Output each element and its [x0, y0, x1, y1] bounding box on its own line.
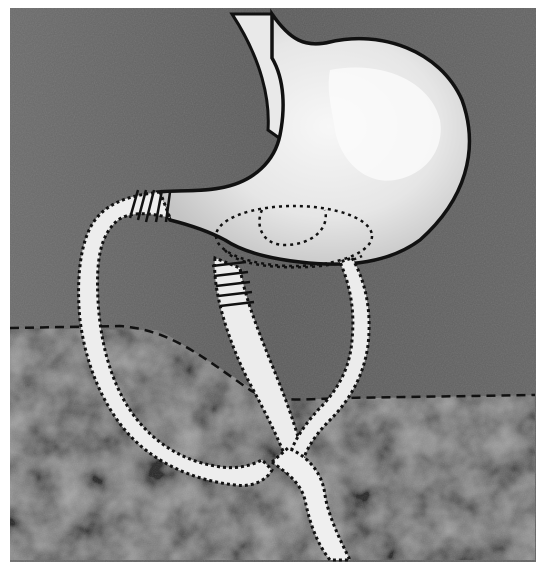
surgical-anatomy-diagram [0, 0, 542, 569]
